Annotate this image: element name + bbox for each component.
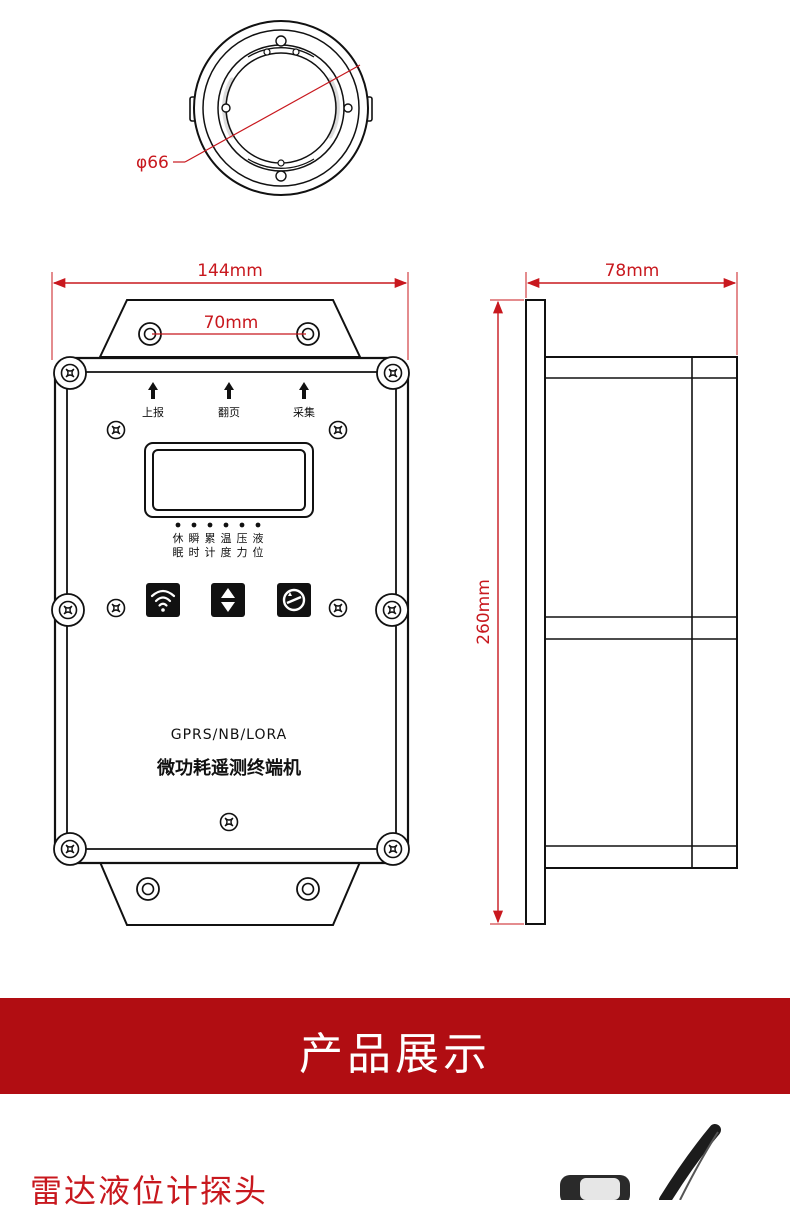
device-front-view: 上报 翻页 采集 休 眠 瞬 时 累 计 温 度 压 力 液 bbox=[51, 299, 410, 926]
depth-dimension: 78mm bbox=[525, 261, 738, 355]
width-label: 144mm bbox=[197, 261, 263, 281]
section-title: 雷达液位计探头 bbox=[30, 1172, 269, 1210]
height-dimension: 260mm bbox=[474, 299, 524, 925]
collect-key-label: 采集 bbox=[293, 405, 315, 419]
mount-spacing-label: 70mm bbox=[204, 313, 259, 333]
up-down-arrows-icon bbox=[221, 588, 235, 612]
indicator-temp-bottom: 度 bbox=[221, 545, 232, 559]
banner-title: 产品展示 bbox=[299, 1029, 491, 1080]
width-dimension: 144mm bbox=[51, 261, 409, 360]
lcd-display bbox=[144, 442, 314, 518]
key-labels: 上报 翻页 采集 bbox=[142, 382, 315, 419]
indicator-sleep-top: 休 bbox=[173, 532, 184, 545]
indicator-total-top: 累 bbox=[205, 532, 216, 545]
device-side-view bbox=[525, 299, 738, 925]
indicator-instant-bottom: 时 bbox=[189, 546, 200, 559]
technical-drawing: φ66 144mm bbox=[51, 20, 738, 926]
indicator-level-bottom: 位 bbox=[253, 545, 264, 559]
collect-key[interactable] bbox=[277, 583, 311, 617]
indicator-temp-top: 温 bbox=[221, 532, 232, 545]
round-sensor-top-view bbox=[189, 20, 373, 196]
refresh-icon bbox=[282, 588, 306, 612]
diameter-label: φ66 bbox=[136, 153, 169, 173]
diameter-dimension: φ66 bbox=[136, 64, 361, 173]
wifi-icon bbox=[150, 589, 176, 612]
model-label: GPRS/NB/LORA bbox=[171, 727, 287, 743]
product-name: 微功耗遥测终端机 bbox=[156, 757, 301, 779]
indicator-level-top: 液 bbox=[253, 531, 264, 545]
radar-probe-image bbox=[560, 1124, 721, 1200]
section-banner: 产品展示 bbox=[0, 998, 790, 1094]
indicator-sleep-bottom: 眠 bbox=[173, 546, 184, 559]
height-label: 260mm bbox=[474, 579, 494, 645]
report-key-label: 上报 bbox=[142, 405, 164, 419]
mount-spacing-dimension: 70mm bbox=[152, 313, 306, 335]
page-key[interactable] bbox=[211, 583, 245, 617]
indicator-instant-top: 瞬 bbox=[189, 532, 200, 545]
depth-label: 78mm bbox=[605, 261, 660, 281]
page-key-label: 翻页 bbox=[218, 405, 240, 419]
indicator-pressure-top: 压 bbox=[237, 532, 248, 545]
indicator-pressure-bottom: 力 bbox=[237, 546, 248, 559]
indicator-total-bottom: 计 bbox=[205, 546, 216, 559]
body-lugs bbox=[51, 356, 410, 866]
report-key[interactable] bbox=[146, 583, 180, 617]
indicator-row: 休 眠 瞬 时 累 计 温 度 压 力 液 位 bbox=[173, 522, 264, 559]
